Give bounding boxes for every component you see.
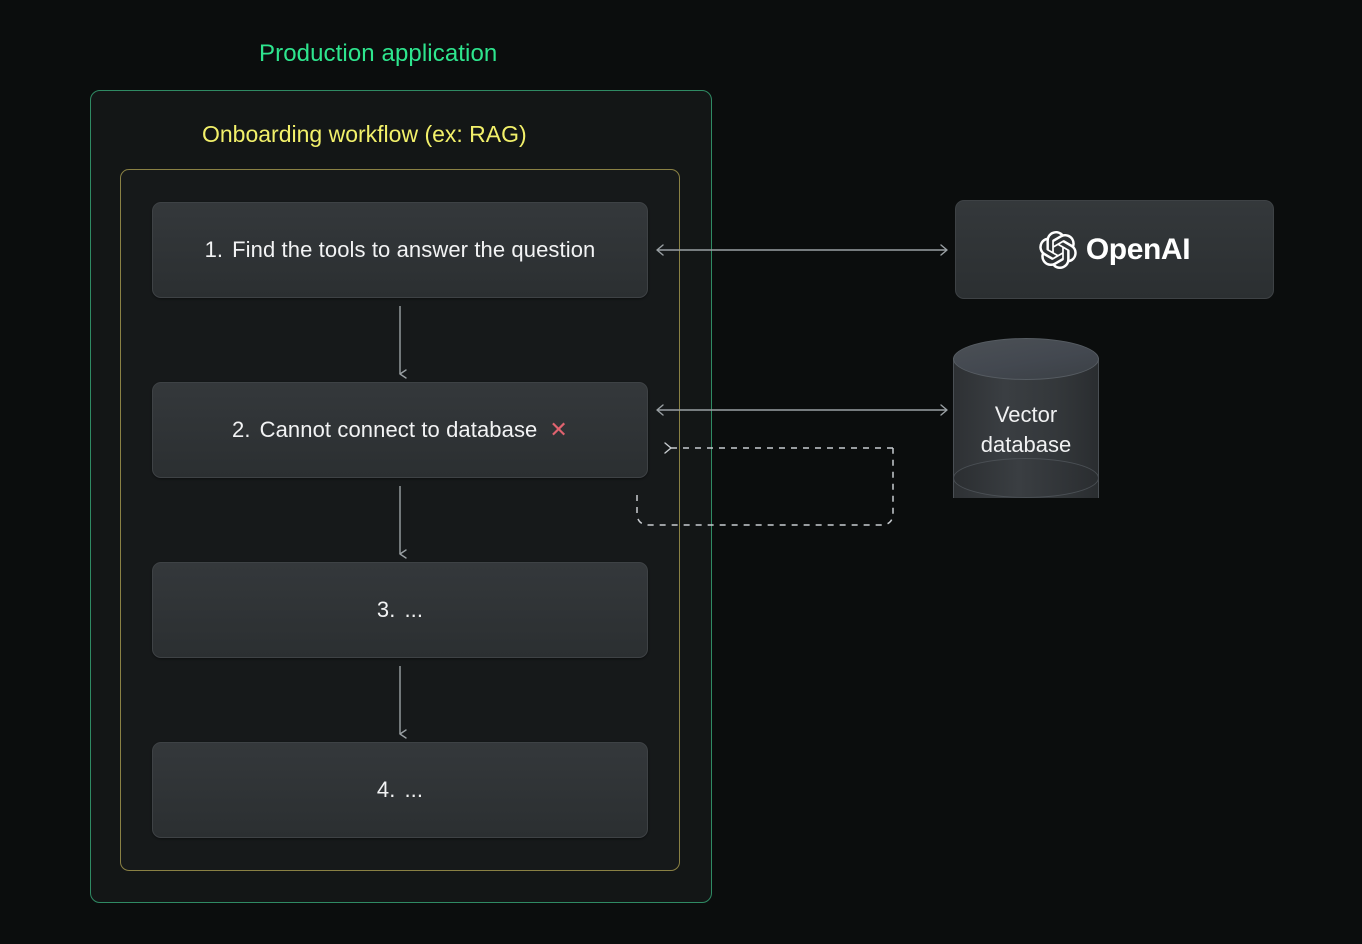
step-1-text: Find the tools to answer the question	[232, 237, 596, 262]
error-x-icon: ✕	[549, 417, 568, 442]
openai-service-node[interactable]: OpenAI	[955, 200, 1274, 299]
workflow-step-3[interactable]: 3. ...	[152, 562, 648, 658]
vector-database-node[interactable]: Vector database	[953, 338, 1099, 518]
workflow-step-1[interactable]: 1. Find the tools to answer the question	[152, 202, 648, 298]
cylinder-top-ellipse	[953, 338, 1099, 380]
step-4-number: 4.	[376, 777, 396, 802]
workflow-step-4[interactable]: 4. ...	[152, 742, 648, 838]
step-3-number: 3.	[376, 597, 396, 622]
step-1-number: 1.	[204, 237, 224, 262]
openai-label: OpenAI	[1085, 232, 1191, 266]
vector-database-label-line1: Vector	[994, 402, 1058, 427]
production-application-label: Production application	[259, 40, 498, 67]
vector-database-label-line2: database	[980, 432, 1072, 457]
openai-logo-icon	[1039, 230, 1077, 269]
onboarding-workflow-label: Onboarding workflow (ex: RAG)	[202, 121, 527, 147]
step-4-text: ...	[404, 777, 424, 802]
cylinder-bottom-ellipse	[953, 458, 1099, 498]
step-3-text: ...	[404, 597, 424, 622]
step-2-number: 2.	[232, 417, 251, 442]
step-2-text: Cannot connect to database	[259, 417, 538, 442]
workflow-step-2[interactable]: 2. Cannot connect to database ✕	[152, 382, 648, 478]
vector-database-label: Vector database	[953, 400, 1099, 460]
